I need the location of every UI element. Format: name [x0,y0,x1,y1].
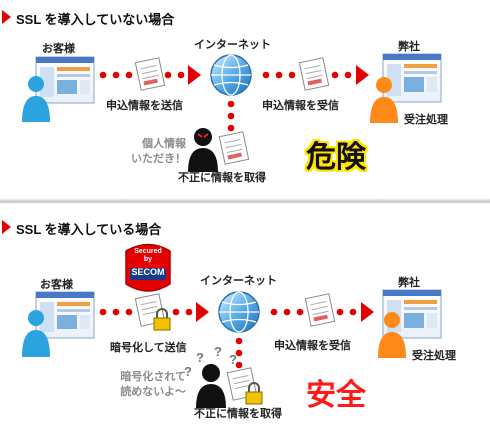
section1-heading-text: SSL を導入していない場合 [16,12,175,27]
document-icon [298,57,330,91]
company-label: 弊社 [398,41,420,53]
customer-person-icon [22,76,50,122]
document-icon [218,131,250,165]
internet-label: インターネット [194,39,271,51]
attacker-speech: 暗号化されて 読めないよ～ [106,370,186,400]
globe-icon [210,54,252,96]
customer-browser-window-icon [35,56,95,104]
section-divider [0,198,490,204]
dotted-line [262,71,352,79]
attacker-speech-line: 読めないよ～ [120,386,186,398]
arrow-icon [196,302,209,322]
customer-browser-window-icon [35,291,95,339]
svg-text:?: ? [229,352,237,367]
company-person-icon [378,312,406,358]
section2-heading-text: SSL を導入している場合 [16,222,162,237]
globe-icon [218,291,260,333]
receive-label: 申込情報を受信 [274,340,351,352]
section2-heading: SSL を導入している場合 [0,216,490,238]
safe-verdict: 安全 [306,379,366,412]
padlock-icon [245,382,263,405]
attacker-label: 不正に情報を取得 [178,172,266,184]
section1-heading: SSL を導入していない場合 [0,6,490,28]
company-person-icon [370,77,398,123]
svg-text:?: ? [184,364,192,379]
heading-marker-icon [2,220,11,234]
arrow-icon [361,302,374,322]
customer-label: お客様 [40,279,73,291]
attacker-speech-line: 暗号化されて [120,371,186,383]
secom-seal-icon [125,243,171,292]
danger-verdict: 危険 [306,141,366,174]
attacker-person-icon [188,128,218,172]
dotted-line [235,337,243,369]
dotted-line [270,308,357,316]
secom-seal-text: Secured by SECOM [128,248,168,278]
attacker-speech-line: 個人情報 [142,138,186,150]
dotted-line [99,308,193,316]
attacker-person-icon [196,364,226,408]
arrow-icon [188,65,201,85]
seal-line: SECOM [131,267,165,277]
receive-label: 申込情報を受信 [262,100,339,112]
document-icon [134,57,166,91]
dotted-line [99,71,185,79]
arrow-icon [356,65,369,85]
company-browser-window-icon [382,53,442,103]
customer-person-icon [22,310,50,357]
svg-text:?: ? [196,350,204,365]
attacker-label: 不正に情報を取得 [194,408,282,420]
send-label: 暗号化して送信 [110,342,187,354]
company-browser-window-icon [382,289,442,339]
attacker-speech: 個人情報 いただき！ [118,137,186,167]
order-processing-label: 受注処理 [412,350,456,362]
document-icon [304,293,336,327]
internet-label: インターネット [200,275,277,287]
send-label: 申込情報を送信 [106,100,183,112]
company-label: 弊社 [398,277,420,289]
padlock-icon [153,308,171,331]
order-processing-label: 受注処理 [404,114,448,126]
question-marks: ?? ?? [184,344,237,379]
svg-text:?: ? [214,344,222,359]
customer-label: お客様 [42,43,75,55]
seal-line: by [143,256,153,263]
attacker-speech-line: いただき！ [131,153,186,165]
seal-line: Secured [134,248,162,255]
heading-marker-icon [2,10,11,24]
dotted-line [227,100,235,132]
